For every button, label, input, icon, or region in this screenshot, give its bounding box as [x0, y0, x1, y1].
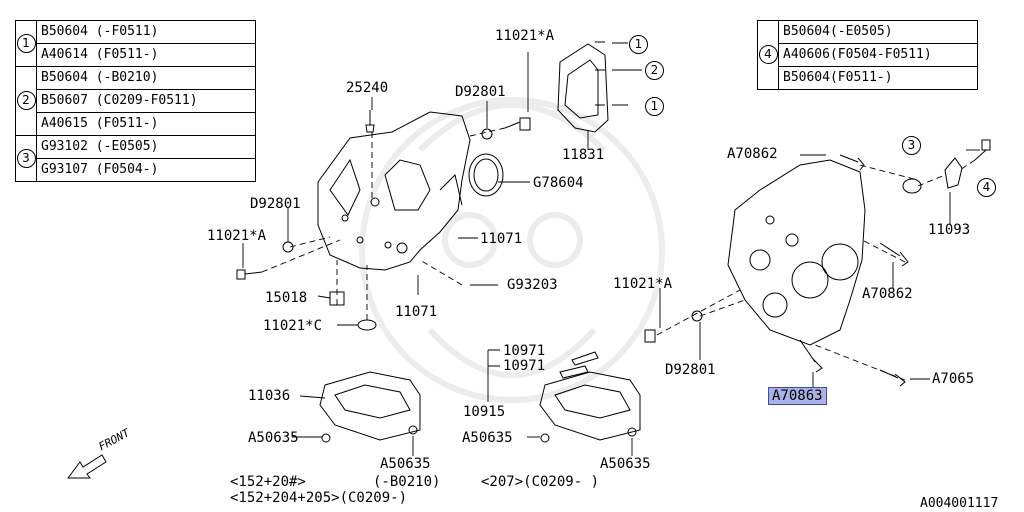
- legend-row: 2 B50604 (-B0210): [15, 66, 256, 136]
- part-label[interactable]: A70862: [862, 286, 913, 302]
- callout-marker: 1: [629, 35, 648, 54]
- part-label[interactable]: 25240: [346, 80, 389, 96]
- part-label[interactable]: 10971: [503, 343, 546, 359]
- footnote: <207>(C0209- ): [481, 474, 600, 490]
- footnote: (-B0210): [373, 474, 441, 490]
- part-label[interactable]: 11021*A: [207, 228, 267, 244]
- part-label[interactable]: 10971: [503, 358, 546, 374]
- legend-cell: A40606(F0504-F0511): [778, 43, 978, 67]
- diagram-id: A004001117: [920, 496, 999, 511]
- legend-table-right: 4 B50604(-E0505) A40606(F0504-F0511) B50…: [757, 20, 978, 90]
- legend-cell: A40614 (F0511-): [36, 43, 256, 67]
- legend-table-left: 1 B50604 (-F0511) A40614 (F0511-) 2 B506…: [15, 20, 256, 182]
- callout-marker: 3: [902, 136, 921, 155]
- gasket-11093: [944, 157, 963, 189]
- part-label[interactable]: D92801: [250, 196, 301, 212]
- baffle-10915: [539, 371, 641, 441]
- cover-plate-11831: [557, 43, 609, 133]
- legend-cell: A40615 (F0511-): [36, 112, 256, 136]
- part-label-highlighted[interactable]: A70863: [768, 387, 827, 405]
- part-label[interactable]: A50635: [380, 456, 431, 472]
- part-label[interactable]: 11071: [395, 304, 438, 320]
- callout-marker: 1: [16, 33, 36, 53]
- front-cover-left: [317, 111, 471, 271]
- legend-row: A40614 (F0511-): [16, 43, 256, 67]
- legend-cell: B50607 (C0209-F0511): [36, 89, 256, 113]
- watermark-emblem: [359, 97, 665, 403]
- front-arrow-icon: [67, 454, 107, 479]
- part-label[interactable]: A7065: [932, 371, 975, 387]
- part-label[interactable]: D92801: [455, 84, 506, 100]
- legend-cell: G93107 (F0504-): [36, 158, 256, 182]
- part-label[interactable]: 11021*A: [495, 28, 555, 44]
- part-label[interactable]: A50635: [600, 456, 651, 472]
- legend-row: B50604(F0511-): [758, 66, 978, 90]
- legend-cell: B50604(-E0505): [778, 20, 978, 44]
- part-label[interactable]: 11071: [480, 231, 523, 247]
- legend-cell: G93102 (-E0505): [36, 135, 256, 159]
- legend-row: 1 B50604 (-F0511): [15, 20, 256, 67]
- rear-plate: [727, 159, 866, 346]
- part-label[interactable]: D92801: [665, 362, 716, 378]
- legend-row: B50607 (C0209-F0511): [16, 89, 256, 113]
- legend-cell: B50604 (-F0511): [36, 20, 256, 44]
- footnote: <152+20#>: [230, 474, 306, 490]
- part-label[interactable]: A50635: [462, 430, 513, 446]
- part-label[interactable]: G78604: [533, 175, 584, 191]
- part-label[interactable]: 11093: [928, 222, 971, 238]
- callout-marker: 4: [977, 178, 996, 197]
- legend-row: G93107 (F0504-): [16, 158, 256, 182]
- oil-seal-g78604: [468, 153, 504, 197]
- footnote: <152+204+205>(C0209-): [230, 490, 408, 506]
- part-label[interactable]: 10915: [463, 404, 506, 420]
- part-label[interactable]: 11021*A: [613, 276, 673, 292]
- callout-marker: 2: [645, 61, 664, 80]
- legend-row: A40615 (F0511-): [16, 112, 256, 136]
- part-label[interactable]: 11831: [562, 147, 605, 163]
- part-label[interactable]: 11021*C: [263, 318, 323, 334]
- part-label[interactable]: A50635: [248, 430, 299, 446]
- callout-marker: 1: [645, 97, 664, 116]
- callout-marker: 4: [758, 45, 778, 64]
- legend-cell: B50604 (-B0210): [36, 66, 256, 90]
- part-label[interactable]: 15018: [265, 290, 308, 306]
- baffle-11036: [319, 371, 421, 441]
- part-label[interactable]: 11036: [248, 388, 291, 404]
- legend-row: 3 G93102 (-E0505): [15, 135, 256, 182]
- legend-cell: B50604(F0511-): [778, 66, 978, 90]
- part-label[interactable]: A70862: [727, 146, 778, 162]
- callout-marker: 2: [16, 91, 36, 110]
- legend-row: A40606(F0504-F0511): [758, 43, 978, 67]
- callout-marker: 3: [16, 148, 36, 168]
- legend-row: 4 B50604(-E0505): [757, 20, 978, 90]
- part-label[interactable]: G93203: [507, 277, 558, 293]
